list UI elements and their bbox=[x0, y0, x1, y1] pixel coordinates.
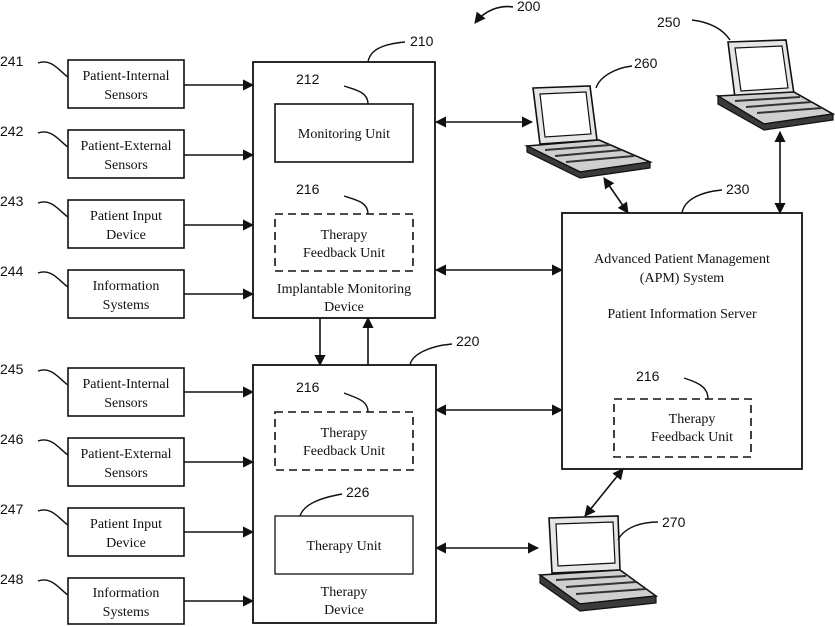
figure-ref: 200 bbox=[475, 0, 541, 23]
therapy-device-label-line2: Device bbox=[324, 603, 364, 618]
imd-label-line2: Device bbox=[324, 300, 364, 315]
source-label-line2: Systems bbox=[103, 298, 150, 313]
feedback-label-line1: Therapy bbox=[321, 426, 368, 441]
source-label-line1: Information bbox=[93, 586, 160, 601]
ref-label: 216 bbox=[636, 368, 660, 384]
ref-label: 226 bbox=[346, 484, 370, 500]
laptop-270: 270 bbox=[540, 514, 686, 611]
source-label-line1: Patient Input bbox=[90, 517, 162, 532]
source-label-line2: Sensors bbox=[104, 466, 148, 481]
source-label-line2: Sensors bbox=[104, 396, 148, 411]
source-label-line2: Device bbox=[106, 228, 146, 243]
source-patient-input-device-243: Patient Input Device 243 bbox=[0, 193, 184, 248]
feedback-label-line2: Feedback Unit bbox=[303, 444, 385, 459]
ref-label: 230 bbox=[726, 181, 750, 197]
ref-label: 248 bbox=[0, 571, 24, 587]
feedback-label-line1: Therapy bbox=[321, 228, 368, 243]
source-label-line2: Systems bbox=[103, 605, 150, 620]
ref-label: 247 bbox=[0, 501, 24, 517]
laptop-icon bbox=[718, 40, 833, 130]
source-label-line1: Patient-Internal bbox=[82, 69, 169, 84]
source-patient-internal-sensors-241: Patient-Internal Sensors 241 bbox=[0, 53, 184, 108]
laptop-icon bbox=[540, 516, 656, 611]
ref-label: 212 bbox=[296, 71, 320, 87]
ref-label: 246 bbox=[0, 431, 24, 447]
ref-label: 243 bbox=[0, 193, 24, 209]
source-group-top: Patient-Internal Sensors 241 Patient-Ext… bbox=[0, 53, 253, 318]
apm-title-line1: Advanced Patient Management bbox=[594, 252, 770, 267]
source-patient-external-sensors-242: Patient-External Sensors 242 bbox=[0, 123, 184, 178]
source-label-line1: Information bbox=[93, 279, 160, 294]
laptop-icon bbox=[527, 86, 650, 178]
ref-label: 250 bbox=[657, 14, 681, 30]
source-label-line2: Device bbox=[106, 536, 146, 551]
ref-label: 216 bbox=[296, 379, 320, 395]
ref-label: 245 bbox=[0, 361, 24, 377]
apm-system: 230 Advanced Patient Management (APM) Sy… bbox=[562, 181, 802, 469]
therapy-unit-label: Therapy Unit bbox=[306, 539, 381, 554]
ref-label: 220 bbox=[456, 333, 480, 349]
ref-label: 216 bbox=[296, 181, 320, 197]
arrow-apm-laptop-270 bbox=[585, 469, 623, 516]
ref-label: 241 bbox=[0, 53, 24, 69]
ref-label: 242 bbox=[0, 123, 24, 139]
source-group-bottom: Patient-Internal Sensors 245 Patient-Ext… bbox=[0, 361, 253, 624]
ref-label: 244 bbox=[0, 263, 24, 279]
source-patient-input-device-247: Patient Input Device 247 bbox=[0, 501, 184, 556]
therapy-device: 220 Therapy Feedback Unit 216 Therapy Un… bbox=[253, 333, 480, 623]
therapy-device-label-line1: Therapy bbox=[321, 585, 368, 600]
feedback-label-line1: Therapy bbox=[669, 412, 716, 427]
feedback-label-line2: Feedback Unit bbox=[303, 246, 385, 261]
imd-label-line1: Implantable Monitoring bbox=[277, 282, 411, 297]
ref-label: 260 bbox=[634, 55, 658, 71]
laptop-260: 260 bbox=[527, 55, 658, 178]
source-patient-internal-sensors-245: Patient-Internal Sensors 245 bbox=[0, 361, 184, 416]
figure-ref-label: 200 bbox=[517, 0, 541, 14]
laptop-250: 250 bbox=[657, 14, 833, 130]
source-label-line2: Sensors bbox=[104, 88, 148, 103]
apm-server-label: Patient Information Server bbox=[607, 307, 757, 322]
source-label-line1: Patient Input bbox=[90, 209, 162, 224]
source-patient-external-sensors-246: Patient-External Sensors 246 bbox=[0, 431, 184, 486]
source-label-line1: Patient-Internal bbox=[82, 377, 169, 392]
monitoring-unit-label: Monitoring Unit bbox=[298, 127, 390, 142]
implantable-monitoring-device: 210 Monitoring Unit 212 Therapy Feedback… bbox=[253, 33, 435, 318]
source-information-systems-248: Information Systems 248 bbox=[0, 571, 184, 624]
ref-label: 210 bbox=[410, 33, 434, 49]
feedback-label-line2: Feedback Unit bbox=[651, 430, 733, 445]
source-label-line1: Patient-External bbox=[81, 447, 172, 462]
arrow-laptop-260-apm bbox=[604, 178, 628, 213]
source-label-line1: Patient-External bbox=[81, 139, 172, 154]
ref-label: 270 bbox=[662, 514, 686, 530]
source-information-systems-244: Information Systems 244 bbox=[0, 263, 184, 318]
apm-title-line2: (APM) System bbox=[640, 271, 725, 286]
source-label-line2: Sensors bbox=[104, 158, 148, 173]
